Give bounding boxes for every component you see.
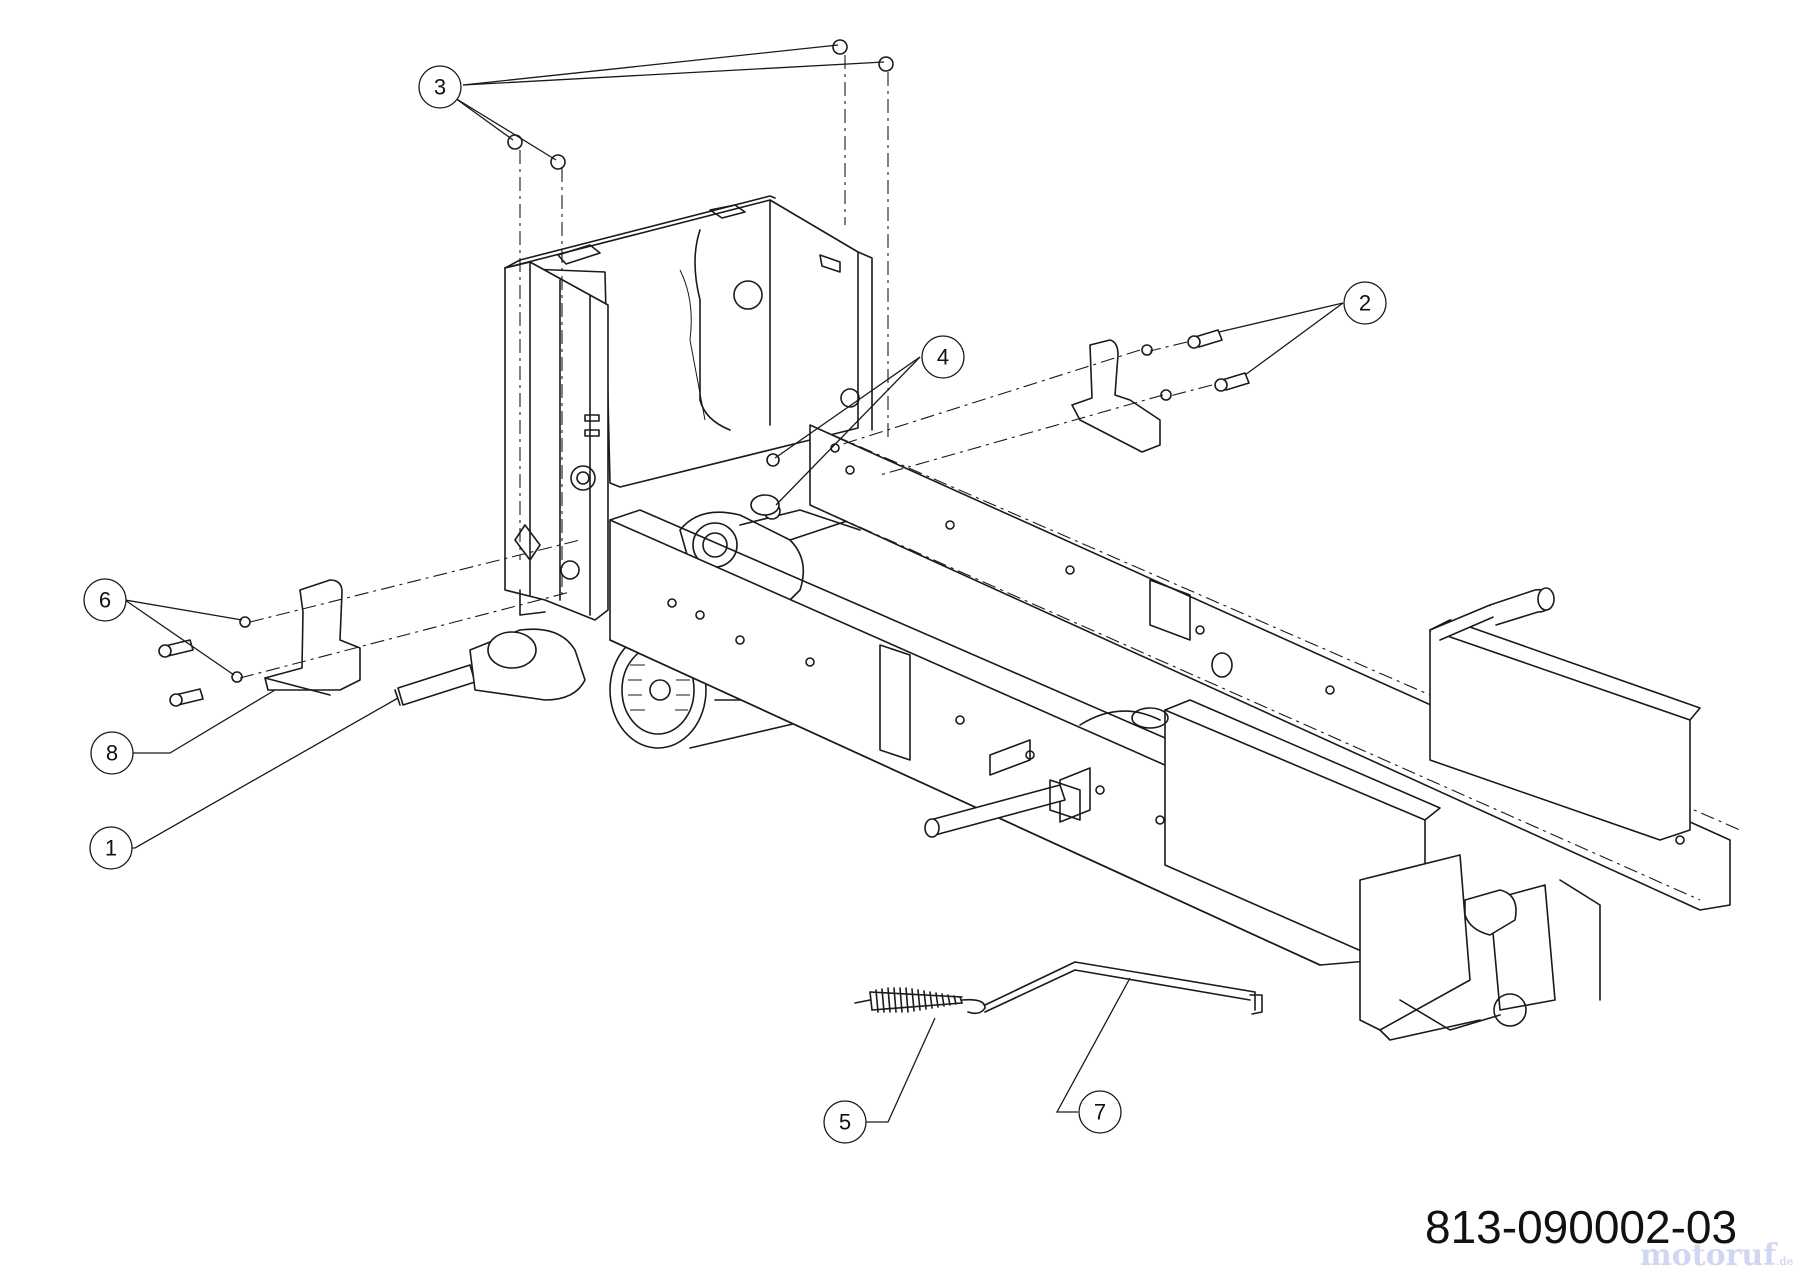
- part-8-bracket-right: [1071, 339, 1161, 453]
- callout-2: 2: [1218, 281, 1387, 376]
- front-axle-stub: [924, 779, 1081, 838]
- callout-5: 5: [823, 1017, 936, 1144]
- drawing-number: 813-090002-03: [1425, 1201, 1738, 1253]
- left-vertical-post: [504, 261, 609, 621]
- front-bumper: [1359, 854, 1601, 1041]
- part-7-rod: [984, 961, 1263, 1015]
- callout-label-8: 8: [106, 741, 118, 766]
- callout-label-5: 5: [839, 1110, 851, 1135]
- watermark-text: motoruf: [1640, 1238, 1777, 1273]
- callout-label-1: 1: [105, 836, 117, 861]
- part-8-bracket: [264, 579, 361, 696]
- callout-label-6: 6: [99, 588, 111, 613]
- callout-label-7: 7: [1094, 1100, 1106, 1125]
- callout-label-3: 3: [434, 75, 446, 100]
- rear-frame-plate: [504, 195, 873, 488]
- part-2-bolts: [1141, 329, 1250, 401]
- part-4-fasteners: [750, 453, 781, 520]
- callout-6: 6: [83, 578, 243, 676]
- callout-label-2: 2: [1359, 291, 1371, 316]
- watermark-suffix: .de: [1776, 1255, 1794, 1268]
- watermark-logo: motoruf.de: [1640, 1238, 1793, 1273]
- axle: [394, 628, 586, 706]
- front-cross-member: [1429, 587, 1701, 841]
- callout-7: 7: [1055, 977, 1131, 1134]
- callout-4: 4: [774, 335, 965, 506]
- callout-8: 8: [90, 689, 276, 775]
- callout-label-4: 4: [937, 345, 949, 370]
- callout-1: 1: [89, 697, 399, 870]
- assembly-lines: [239, 55, 1213, 679]
- part-5-spring: [854, 987, 986, 1015]
- callout-3: 3: [418, 44, 885, 161]
- part-6-bolts-and-washers: [158, 616, 251, 707]
